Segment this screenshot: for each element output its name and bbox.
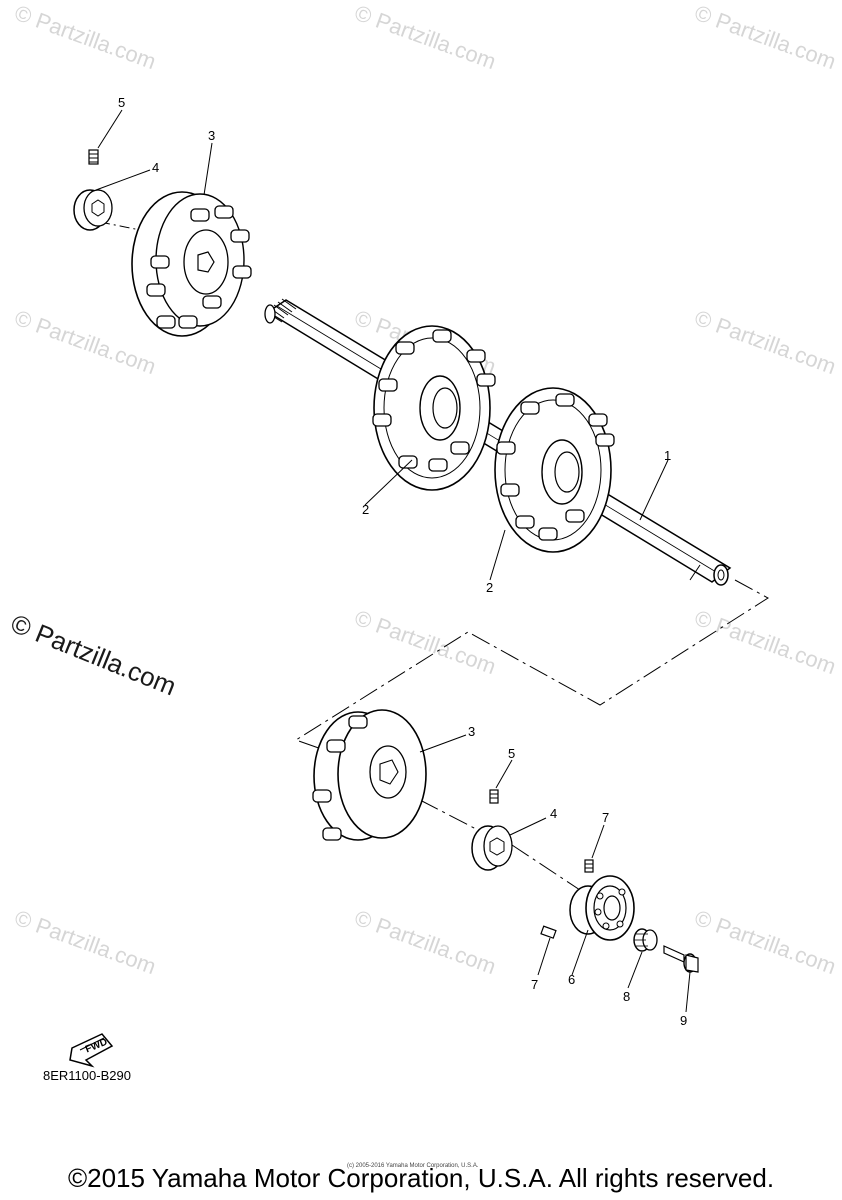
callout-6: 6 [568,972,576,987]
callout-8: 8 [623,989,631,1004]
callout-2-right: 2 [486,580,494,595]
sprocket-left [372,325,496,491]
forward-arrow-icon: FWD [69,1033,114,1068]
callout-3-top: 3 [208,128,216,143]
callout-4-bottom: 4 [550,806,558,821]
collar-top [73,189,113,231]
connection-lines [294,579,769,891]
callout-9: 9 [680,1013,688,1028]
callout-4-top: 4 [152,160,160,175]
callout-2-left: 2 [362,502,370,517]
tiny-copyright-note: (c) 2005-2016 Yamaha Motor Corporation, … [347,1163,479,1169]
copyright-footer: ©2015 Yamaha Motor Corporation, U.S.A. A… [67,1163,775,1193]
diagram-code: 8ER1100-B290 [43,1068,131,1083]
callout-3-bottom: 3 [468,724,476,739]
set-screw-bottom [489,789,499,804]
set-screw-7-lower [540,925,557,939]
spacer [633,928,658,952]
assembly-center-line [99,221,141,231]
callout-1: 1 [664,448,672,463]
leader-lines [95,109,691,1013]
collar-bottom [471,825,513,871]
callout-7-lower: 7 [531,977,539,992]
bolt [663,945,699,973]
wheel-top [131,191,252,337]
callout-5-bottom: 5 [508,746,516,761]
set-screw-top [88,149,99,165]
set-screw-7-upper [584,859,594,873]
sprocket-right [494,387,615,553]
callout-7-upper: 7 [602,810,610,825]
wheel-bottom [312,709,427,841]
callout-5-top: 5 [118,95,126,110]
bearing [569,875,635,941]
